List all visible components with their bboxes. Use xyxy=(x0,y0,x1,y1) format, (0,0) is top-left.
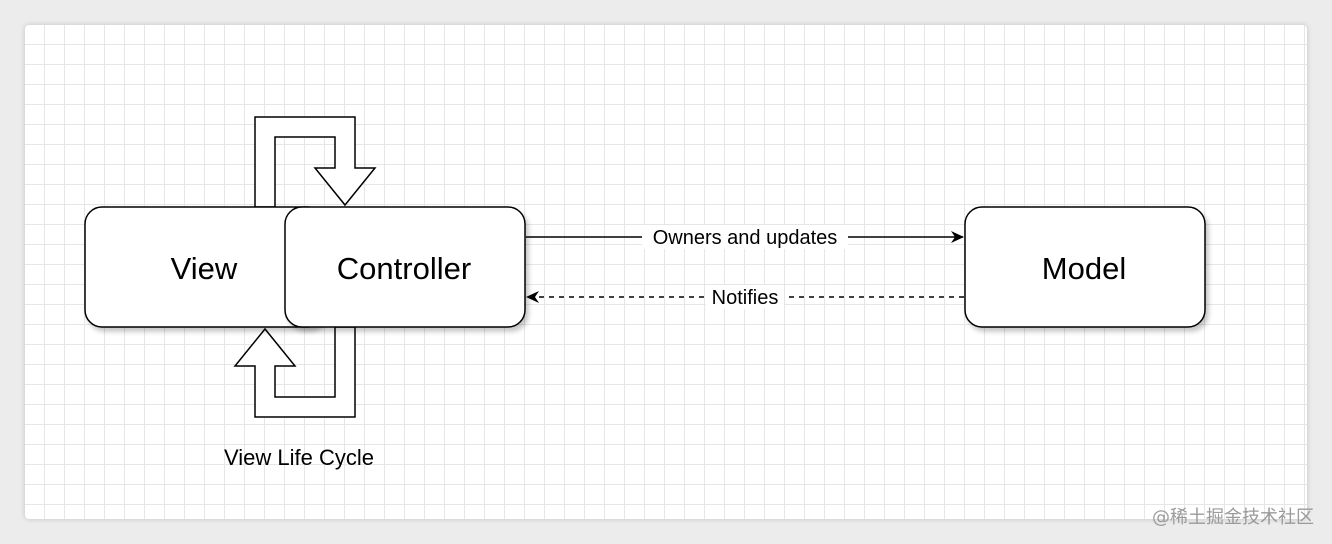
controller-node[interactable]: Controller xyxy=(284,206,526,328)
owns-edge-label: Owners and updates xyxy=(653,227,838,249)
notifies-edge-label: Notifies xyxy=(712,287,779,309)
lifecycle-caption: View Life Cycle xyxy=(224,445,374,470)
lifecycle-arrow-bottom xyxy=(233,326,356,418)
watermark: @稀土掘金技术社区 xyxy=(1152,507,1314,528)
owns-edge[interactable]: Owners and updates xyxy=(526,225,964,249)
model-node[interactable]: Model xyxy=(964,206,1206,328)
lifecycle-arrow-top xyxy=(254,116,377,208)
model-label: Model xyxy=(1042,251,1126,286)
view-node[interactable]: View xyxy=(84,206,326,328)
controller-label: Controller xyxy=(337,251,471,286)
view-label: View xyxy=(171,251,238,286)
notifies-edge[interactable]: Notifies xyxy=(526,285,964,309)
